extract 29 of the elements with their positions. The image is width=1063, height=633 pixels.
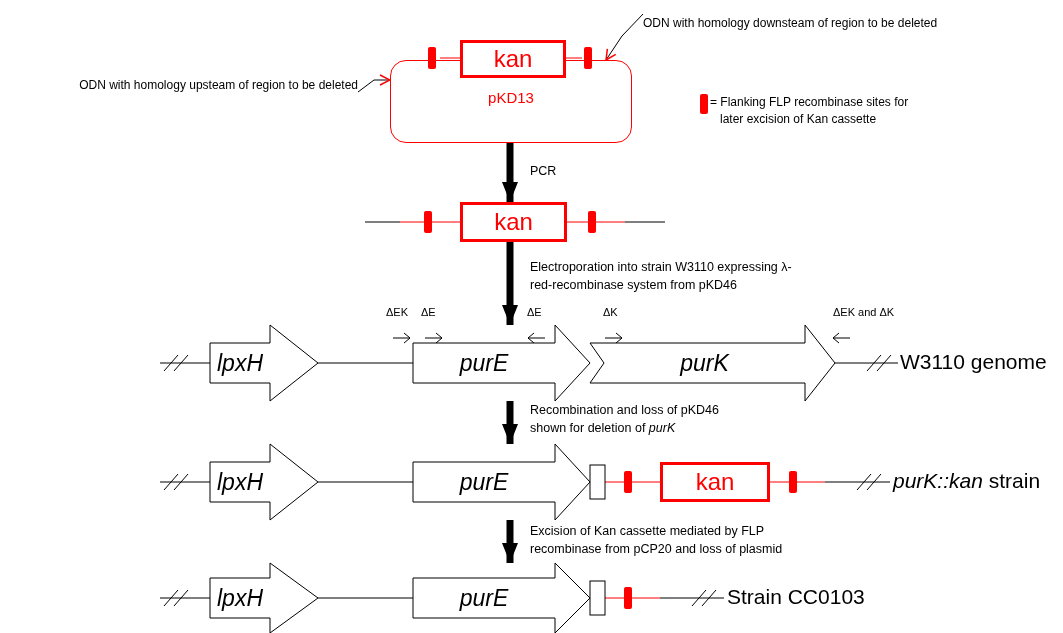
gene-name: purE	[458, 586, 510, 610]
process-arrow	[502, 242, 518, 325]
primer-label: ODN with homology downsteam of region to be deleted	[643, 10, 1015, 36]
deletion-label: ΔEK	[386, 306, 409, 318]
dna-line	[317, 362, 414, 364]
gene-name: lpxH	[216, 586, 264, 610]
primer-arrow	[357, 74, 391, 93]
strain-label: purK::kan strain	[893, 469, 1041, 493]
deletion-label: ΔEK and ΔK	[833, 306, 895, 318]
strain-label: Strain CC0103	[727, 585, 865, 609]
cassette-box: kan	[460, 40, 566, 78]
cassette-box: kan	[660, 462, 770, 502]
primer-arrow	[605, 13, 644, 61]
gene-name: purE	[458, 470, 510, 494]
cassette-box: kan	[460, 202, 567, 242]
strain-label: W3110 genome	[900, 350, 1047, 374]
gene-name: purK	[678, 351, 731, 375]
process-arrow	[502, 401, 518, 444]
dna-line	[317, 481, 414, 483]
edge-label: Electroporation into strain W3110 expressing λ-red-recombinase system from pKD46	[530, 259, 792, 294]
deletion-label: ΔK	[603, 306, 618, 318]
plasmid-name: pKD13	[488, 89, 534, 106]
gene-name: purE	[458, 351, 510, 375]
process-arrow	[502, 520, 518, 563]
gene-name: lpxH	[216, 470, 264, 494]
gene-name: lpxH	[216, 351, 264, 375]
dna-line	[317, 597, 414, 599]
legend-text: = Flanking FLP recombinase sites for later excision of Kan cassette	[710, 94, 910, 128]
primer-label: ODN with homology upsteam of region to be deleted	[8, 74, 358, 96]
